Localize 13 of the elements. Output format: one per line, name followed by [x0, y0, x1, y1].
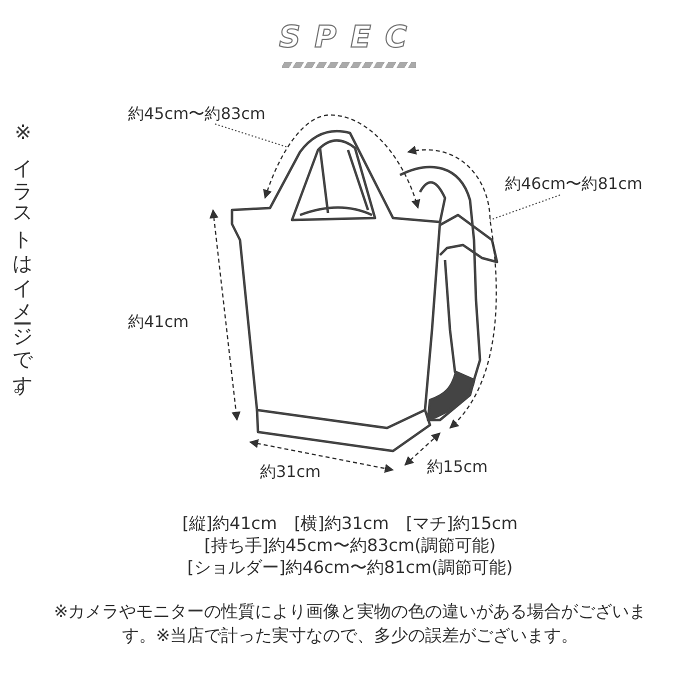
spec-text: [ショルダー]約46cm〜約81cm(調節可能): [186, 557, 514, 579]
disclaimer-text: ※カメラやモニターの性質により画像と実物の色の違いがある場合がございます。※当店で計った実寸なので、多少の誤差がございます。: [52, 601, 648, 648]
side-note: ※イラストはイメージです。: [10, 120, 36, 407]
dimension-label: 約15cm: [427, 457, 488, 476]
dimension-label: 約46cm〜約81cm: [505, 174, 642, 194]
dimension-label: 約45cm〜約83cm: [128, 104, 266, 124]
leader-line: [214, 123, 288, 148]
leader-line: [490, 194, 560, 221]
spec-text: [持ち手]約45cm〜約83cm(調節可能): [203, 535, 497, 557]
title: SPEC: [278, 20, 422, 55]
dimension-label: 約41cm: [128, 312, 189, 332]
spec-text: [縦]約41cm [横]約31cm [マチ]約15cm: [181, 513, 519, 535]
dimension-label: 約31cm: [260, 462, 321, 482]
